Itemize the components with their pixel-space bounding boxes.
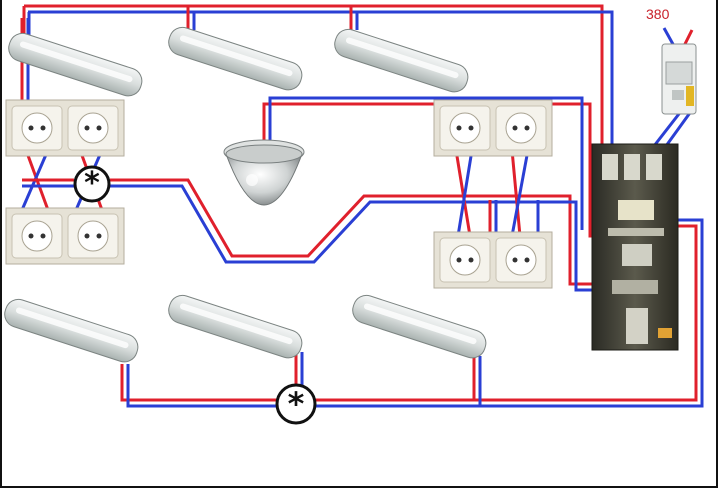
junction-symbol: * — [287, 385, 305, 423]
middle-socket-wires — [110, 178, 638, 292]
junction-box-icon — [73, 165, 111, 203]
circuit-breaker-icon — [661, 43, 697, 115]
dome-light-fixture-icon — [223, 139, 305, 206]
junction-symbol: * — [84, 166, 100, 201]
ceiling-fluorescent-lamp-icon — [352, 294, 487, 359]
double-socket-outlet-icon — [433, 231, 553, 289]
ceiling-fluorescent-lamp-icon — [4, 298, 139, 363]
ceiling-fluorescent-lamp-icon — [168, 26, 303, 91]
double-socket-outlet-icon — [5, 99, 125, 157]
distribution-panel-icon — [591, 143, 679, 351]
right-socket-wires — [454, 149, 540, 237]
double-socket-outlet-icon — [5, 207, 125, 265]
supply-wires — [652, 27, 694, 147]
bottom-lighting-wires — [120, 218, 704, 408]
ceiling-fluorescent-lamp-icon — [168, 294, 303, 359]
ceiling-fluorescent-lamp-icon — [334, 28, 469, 93]
ceiling-fluorescent-lamp-icon — [8, 32, 143, 97]
supply-voltage-label: 380 — [646, 6, 670, 22]
junction-box-icon — [275, 383, 317, 425]
double-socket-outlet-icon — [433, 99, 553, 157]
